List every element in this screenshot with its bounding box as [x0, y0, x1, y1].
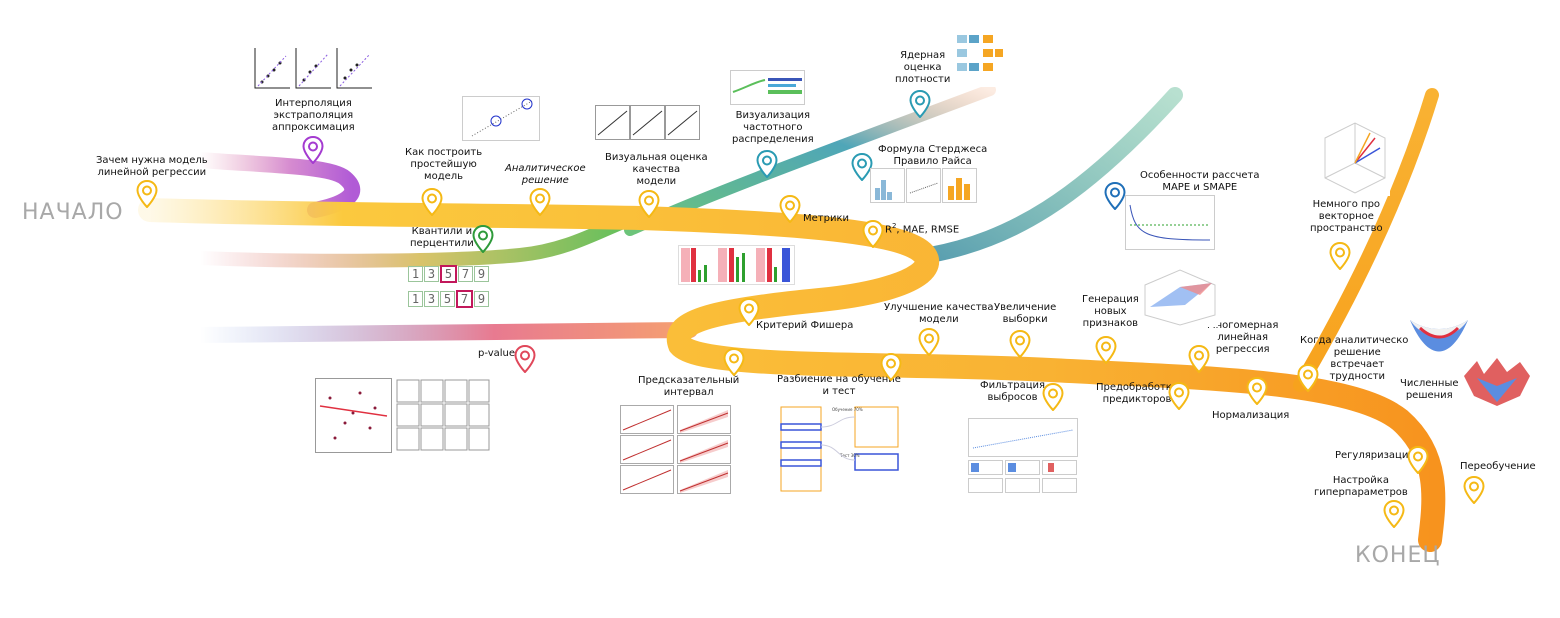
kde-plots-thumbnail — [955, 15, 1005, 87]
location-pin-icon[interactable] — [1188, 345, 1210, 373]
simple-model-thumbnail — [462, 96, 540, 141]
location-pin-icon[interactable] — [1383, 500, 1405, 528]
topic-r2-mae-rmse[interactable]: R2, MAE, RMSE — [885, 220, 959, 236]
location-pin-icon[interactable] — [1168, 382, 1190, 410]
quantile-cell: 5 — [440, 291, 455, 307]
location-pin-icon[interactable] — [302, 136, 324, 164]
location-pin-icon[interactable] — [638, 190, 660, 218]
frequency-distribution-thumbnail — [730, 70, 805, 105]
location-pin-icon[interactable] — [862, 220, 884, 248]
quantile-cell: 3 — [424, 291, 439, 307]
quantile-cell: 1 — [408, 291, 423, 307]
train-split-text: Обучение 70% — [832, 407, 863, 412]
location-pin-icon[interactable] — [1009, 330, 1031, 358]
location-pin-icon[interactable] — [136, 180, 158, 208]
location-pin-icon[interactable] — [756, 150, 778, 178]
location-pin-icon[interactable] — [851, 153, 873, 181]
location-pin-icon[interactable] — [1246, 377, 1268, 405]
p-value-scatter-thumbnail — [315, 378, 491, 453]
prediction-interval-thumbnail — [620, 405, 732, 495]
location-pin-icon[interactable] — [1104, 182, 1126, 210]
location-pin-icon[interactable] — [779, 195, 801, 223]
location-pin-icon[interactable] — [421, 188, 443, 216]
numeric-solutions-surface-thumbnail — [1462, 356, 1532, 408]
visual-quality-thumbnail — [595, 105, 700, 140]
sturges-histograms-thumbnail — [870, 168, 978, 203]
topic-metrics[interactable]: Метрики — [803, 213, 849, 224]
location-pin-icon[interactable] — [723, 348, 745, 376]
topic-p-value[interactable]: p-value — [478, 348, 516, 359]
quantile-cell: 7 — [458, 266, 473, 282]
train-test-split-thumbnail: Обучение 70% Тест 30% — [780, 402, 900, 492]
location-pin-icon[interactable] — [918, 328, 940, 356]
topic-overfitting[interactable]: Переобучение — [1460, 461, 1536, 472]
quantile-cell-highlighted: 7 — [456, 290, 473, 308]
mape-smape-plot-thumbnail — [1125, 195, 1215, 250]
quantile-cell: 1 — [408, 266, 423, 282]
test-split-text: Тест 30% — [839, 453, 860, 458]
location-pin-icon[interactable] — [1042, 383, 1064, 411]
topic-normalization[interactable]: Нормализация — [1212, 410, 1290, 421]
metrics-bar-thumbnail — [678, 245, 795, 285]
quantile-cell-highlighted: 5 — [440, 265, 457, 283]
topic-fisher[interactable]: Критерий Фишера — [756, 320, 854, 331]
r2-superscript: 2 — [891, 222, 897, 230]
location-pin-icon[interactable] — [738, 298, 760, 326]
quantile-cell: 9 — [474, 291, 489, 307]
location-pin-icon[interactable] — [529, 188, 551, 216]
location-pin-icon[interactable] — [909, 90, 931, 118]
topic-regularization[interactable]: Регуляризация — [1335, 450, 1415, 461]
location-pin-icon[interactable] — [1095, 336, 1117, 364]
start-label: НАЧАЛО — [22, 200, 124, 225]
location-pin-icon[interactable] — [1463, 476, 1485, 504]
quantile-cell: 3 — [424, 266, 439, 282]
location-pin-icon[interactable] — [1407, 446, 1429, 474]
analytic-trouble-surface-thumbnail — [1408, 312, 1470, 362]
location-pin-icon[interactable] — [1329, 242, 1351, 270]
quantile-cell: 9 — [474, 266, 489, 282]
interpolation-plots-thumbnail — [250, 48, 375, 93]
location-pin-icon[interactable] — [514, 345, 536, 373]
mae-rmse-text: , MAE, RMSE — [896, 224, 960, 236]
outlier-filtering-thumbnail — [968, 418, 1078, 496]
location-pin-icon[interactable] — [880, 353, 902, 381]
end-label: КОНЕЦ — [1355, 543, 1441, 568]
location-pin-icon[interactable] — [1297, 364, 1319, 392]
multivariate-surface-thumbnail — [1140, 265, 1218, 327]
vector-space-3d-thumbnail — [1320, 118, 1390, 196]
location-pin-icon[interactable] — [472, 225, 494, 253]
r2-text: R — [885, 224, 892, 236]
